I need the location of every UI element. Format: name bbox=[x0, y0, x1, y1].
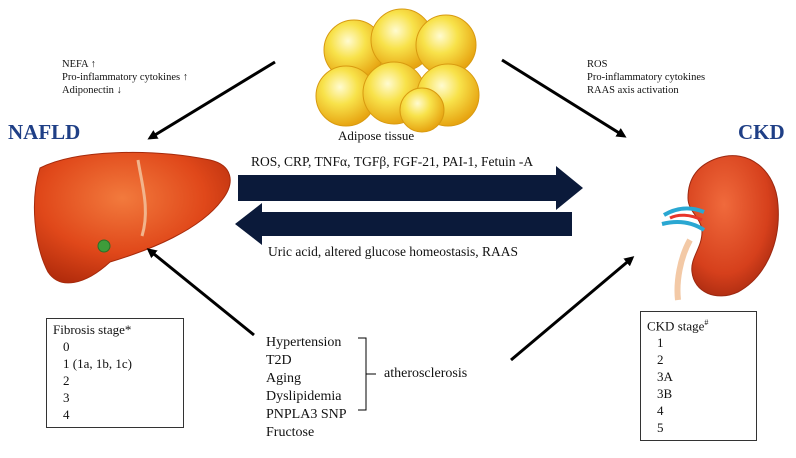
ckd-stage-item: 3B bbox=[657, 386, 673, 402]
ckd-stage-item: 5 bbox=[657, 420, 664, 436]
ckd-title: CKD bbox=[738, 120, 785, 144]
right-effect-raas: RAAS axis activation bbox=[587, 85, 679, 96]
risk-factor-item: Fructose bbox=[266, 425, 315, 440]
fibrosis-stage-item: 0 bbox=[63, 339, 70, 354]
risk-factor-item: PNPLA3 SNP bbox=[266, 407, 347, 422]
arrow-adipose-to-nafld bbox=[147, 60, 276, 140]
arrow-nafld-to-ckd bbox=[238, 166, 583, 210]
fibrosis-stage-item: 4 bbox=[63, 407, 70, 422]
bottom-arrow-label: Uric acid, altered glucose homeostasis, … bbox=[268, 244, 519, 259]
arrow-risk-to-ckd bbox=[510, 256, 635, 362]
left-effect-adiponectin: Adiponectin ↓ bbox=[62, 85, 122, 96]
ckd-stage-item: 3A bbox=[657, 369, 673, 385]
risk-factor-item: Aging bbox=[266, 371, 301, 386]
fibrosis-stage-item: 2 bbox=[63, 373, 70, 388]
ckd-stage-title: CKD stage# bbox=[647, 314, 750, 334]
left-effect-cytokines: Pro-inflammatory cytokines ↑ bbox=[62, 72, 188, 83]
risk-factor-item: Hypertension bbox=[266, 335, 342, 350]
right-effect-cytokines: Pro-inflammatory cytokines bbox=[587, 72, 706, 83]
top-arrow-label: ROS, CRP, TNFα, TGFβ, FGF-21, PAI-1, Fet… bbox=[251, 154, 534, 169]
arrow-ckd-to-nafld bbox=[235, 203, 572, 245]
atherosclerosis-bracket bbox=[358, 337, 376, 411]
left-effect-nefa: NEFA ↑ bbox=[62, 59, 96, 70]
ckd-stage-item: 4 bbox=[657, 403, 664, 419]
right-effect-ros: ROS bbox=[587, 59, 608, 70]
ckd-stage-box: CKD stage# 1 2 3A 3B 4 5 bbox=[640, 311, 757, 442]
ckd-stage-item: 2 bbox=[657, 352, 664, 368]
ckd-stage-item: 1 bbox=[657, 335, 664, 351]
ckd-stage-title-sup: # bbox=[704, 318, 709, 327]
fibrosis-stage-item: 3 bbox=[63, 390, 70, 405]
risk-factors-list: Hypertension T2D Aging Dyslipidemia PNPL… bbox=[266, 334, 347, 442]
right-effects-list: ROS Pro-inflammatory cytokines RAAS axis… bbox=[587, 58, 705, 97]
left-effects-list: NEFA ↑ Pro-inflammatory cytokines ↑ Adip… bbox=[62, 58, 188, 97]
arrow-risk-to-nafld bbox=[146, 248, 255, 337]
adipose-tissue-illustration bbox=[315, 8, 480, 133]
fibrosis-stage-title: Fibrosis stage* bbox=[53, 322, 132, 337]
fibrosis-stage-box: Fibrosis stage* 0 1 (1a, 1b, 1c) 2 3 4 bbox=[46, 318, 184, 428]
atherosclerosis-label: atherosclerosis bbox=[384, 366, 468, 381]
adipose-tissue-label: Adipose tissue bbox=[338, 128, 415, 143]
kidney-illustration bbox=[661, 155, 779, 301]
arrow-adipose-to-ckd bbox=[501, 58, 627, 138]
risk-factor-item: T2D bbox=[266, 353, 292, 368]
fibrosis-stage-item: 1 (1a, 1b, 1c) bbox=[63, 356, 132, 371]
liver-illustration bbox=[33, 151, 231, 284]
nafld-title: NAFLD bbox=[8, 120, 81, 144]
risk-factor-item: Dyslipidemia bbox=[266, 389, 342, 404]
ckd-stage-title-text: CKD stage bbox=[647, 318, 705, 334]
